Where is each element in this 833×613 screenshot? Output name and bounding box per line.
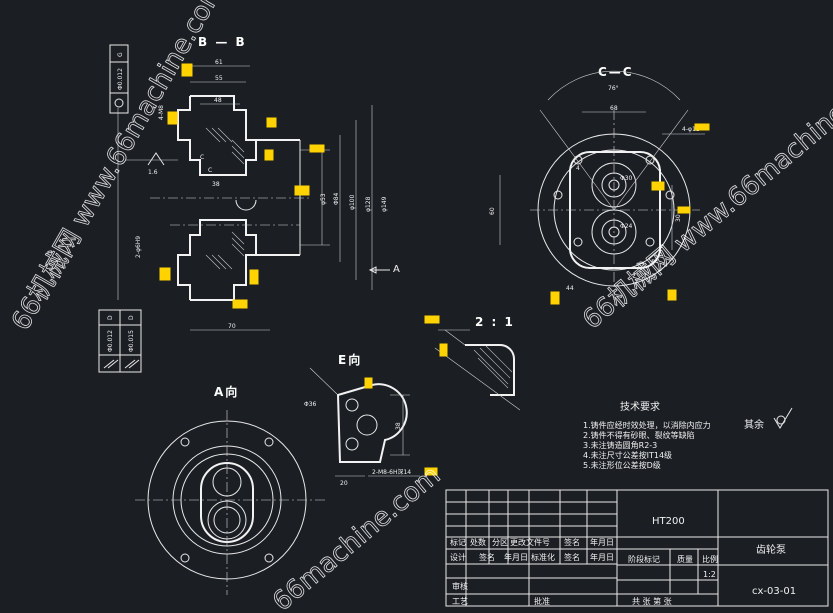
dim-phi149: φ149: [381, 196, 388, 212]
tol-value-3: Φ0.015: [128, 330, 135, 352]
view-e: E向 20 38 Φ36 2-M8-6H深14: [304, 352, 420, 487]
dim-38-e: 38: [395, 422, 402, 430]
tb-scale: 1:2: [703, 570, 716, 579]
dim-4m8: 4-M8: [158, 105, 165, 120]
section-arrow-a: A: [393, 264, 400, 275]
tech-item-5: 5.未注形位公差按D级: [583, 460, 661, 470]
dim-60: 60: [489, 207, 496, 215]
view-label-e: E向: [338, 352, 362, 367]
tol-datum-g: G: [117, 52, 124, 57]
dim-70: 70: [228, 323, 236, 330]
section-view-cc: C—C 76° 68 Φ30 Φ24 44 4 30 60 4-φ11: [489, 65, 705, 300]
tb-weight-label: 质量: [677, 554, 693, 564]
dim-phi53: φ53: [320, 193, 327, 205]
roughness-symbols: [159, 63, 710, 476]
watermark-layer: 66机械网 www.66machine.com 66机械网 www.66mach…: [6, 0, 833, 613]
dim-68: 68: [610, 105, 618, 112]
rest-roughness-label: 其余: [744, 418, 764, 431]
dim-30: 30: [675, 214, 682, 222]
tb-r1-c2: 处数: [470, 537, 486, 547]
dim-61: 61: [215, 59, 223, 66]
tb-r2-c5: 签名: [564, 552, 580, 562]
dim-c1: C: [200, 154, 204, 161]
tb-r1-c1: 标记: [450, 537, 466, 547]
dim-55: 55: [215, 75, 223, 82]
tb-r1-c4: 更改文件号: [510, 537, 550, 547]
view-a: A向: [135, 384, 325, 595]
tb-part-name: 齿轮泵: [756, 543, 786, 556]
detail-view: 2 : 1: [434, 315, 521, 411]
dim-76deg: 76°: [608, 85, 619, 92]
tb-r1-c3: 分区: [492, 538, 508, 547]
tb-r2-c6: 年月日: [590, 552, 614, 562]
detail-scale-label: 2 : 1: [475, 315, 515, 329]
tb-r1-c6: 年月日: [590, 537, 614, 547]
tb-r2-c1: 设计: [450, 552, 466, 562]
view-label-cc: C—C: [598, 65, 634, 79]
tb-stage-label: 阶段标记: [628, 554, 660, 564]
dim-phi84: Φ84: [333, 192, 340, 205]
section-view-bb: B — B 61 55 48 C C: [117, 35, 400, 331]
dim-phi36: Φ36: [304, 401, 317, 408]
dim-38: 38: [212, 181, 220, 188]
dim-44: 44: [566, 285, 574, 292]
dim-phi30: Φ30: [620, 175, 633, 182]
tol-datum-d2: D: [128, 315, 135, 320]
tb-process: 工艺: [452, 597, 468, 606]
dim-20: 20: [340, 480, 348, 487]
tol-datum-d1: D: [107, 315, 114, 320]
tb-review: 审核: [452, 581, 468, 591]
dim-2phi6: 2-φ6H9: [135, 236, 142, 258]
view-label-bb: B — B: [198, 35, 247, 49]
title-block: 标记 处数 分区 更改文件号 签名 年月日 设计 签名 年月日 标准化 签名 年…: [445, 489, 829, 607]
tb-scale-label: 比例: [702, 554, 718, 564]
watermark-3: 66machine.com: [267, 460, 446, 613]
tech-title: 技术要求: [620, 400, 660, 413]
view-label-a: A向: [214, 384, 239, 399]
dim-2m8: 2-M8-6H深14: [372, 468, 411, 476]
dim-4phi11: 4-φ11: [682, 126, 700, 133]
dim-c2: C: [208, 167, 212, 174]
tol-value-2: Φ0.012: [107, 330, 114, 352]
tb-approve: 批准: [534, 596, 550, 606]
dim-phi128: φ128: [365, 196, 372, 212]
dim-phi24: Φ24: [620, 223, 633, 230]
tb-r2-c2: 签名: [479, 552, 495, 562]
tb-r2-c3: 年月日: [504, 552, 528, 562]
tb-material: HT200: [652, 516, 685, 527]
watermark-1: 66机械网 www.66machine.com: [6, 0, 231, 336]
tolerance-frame-top: Φ0.012 G: [109, 44, 129, 114]
dim-phi100: φ100: [349, 194, 356, 210]
dim-1-6: 1.6: [148, 169, 158, 176]
tb-r1-c5: 签名: [564, 537, 580, 547]
dim-4: 4: [576, 165, 580, 172]
tech-item-1: 1.铸件应经时效处理，以消除内应力: [583, 420, 711, 430]
tb-r2-c4: 标准化: [531, 552, 555, 562]
technical-requirements: 技术要求 1.铸件应经时效处理，以消除内应力 2.铸件不得有砂眼、裂纹等缺陷 3…: [583, 400, 793, 470]
tech-item-3: 3.未注铸造圆角R2-3: [583, 440, 657, 450]
tol-value-1: Φ0.012: [117, 68, 124, 90]
dim-48: 48: [214, 97, 222, 104]
tech-item-4: 4.未注尺寸公差按IT14级: [583, 450, 672, 460]
watermark-2: 66机械网 www.66machine.com: [577, 57, 833, 336]
tb-drawing-no: cx-03-01: [752, 586, 796, 597]
tech-item-2: 2.铸件不得有砂眼、裂纹等缺陷: [583, 430, 695, 440]
tb-sheets: 共 张 第 张: [632, 596, 672, 606]
tolerance-frame-bottom: Φ0.012 D Φ0.015 D: [98, 309, 142, 373]
